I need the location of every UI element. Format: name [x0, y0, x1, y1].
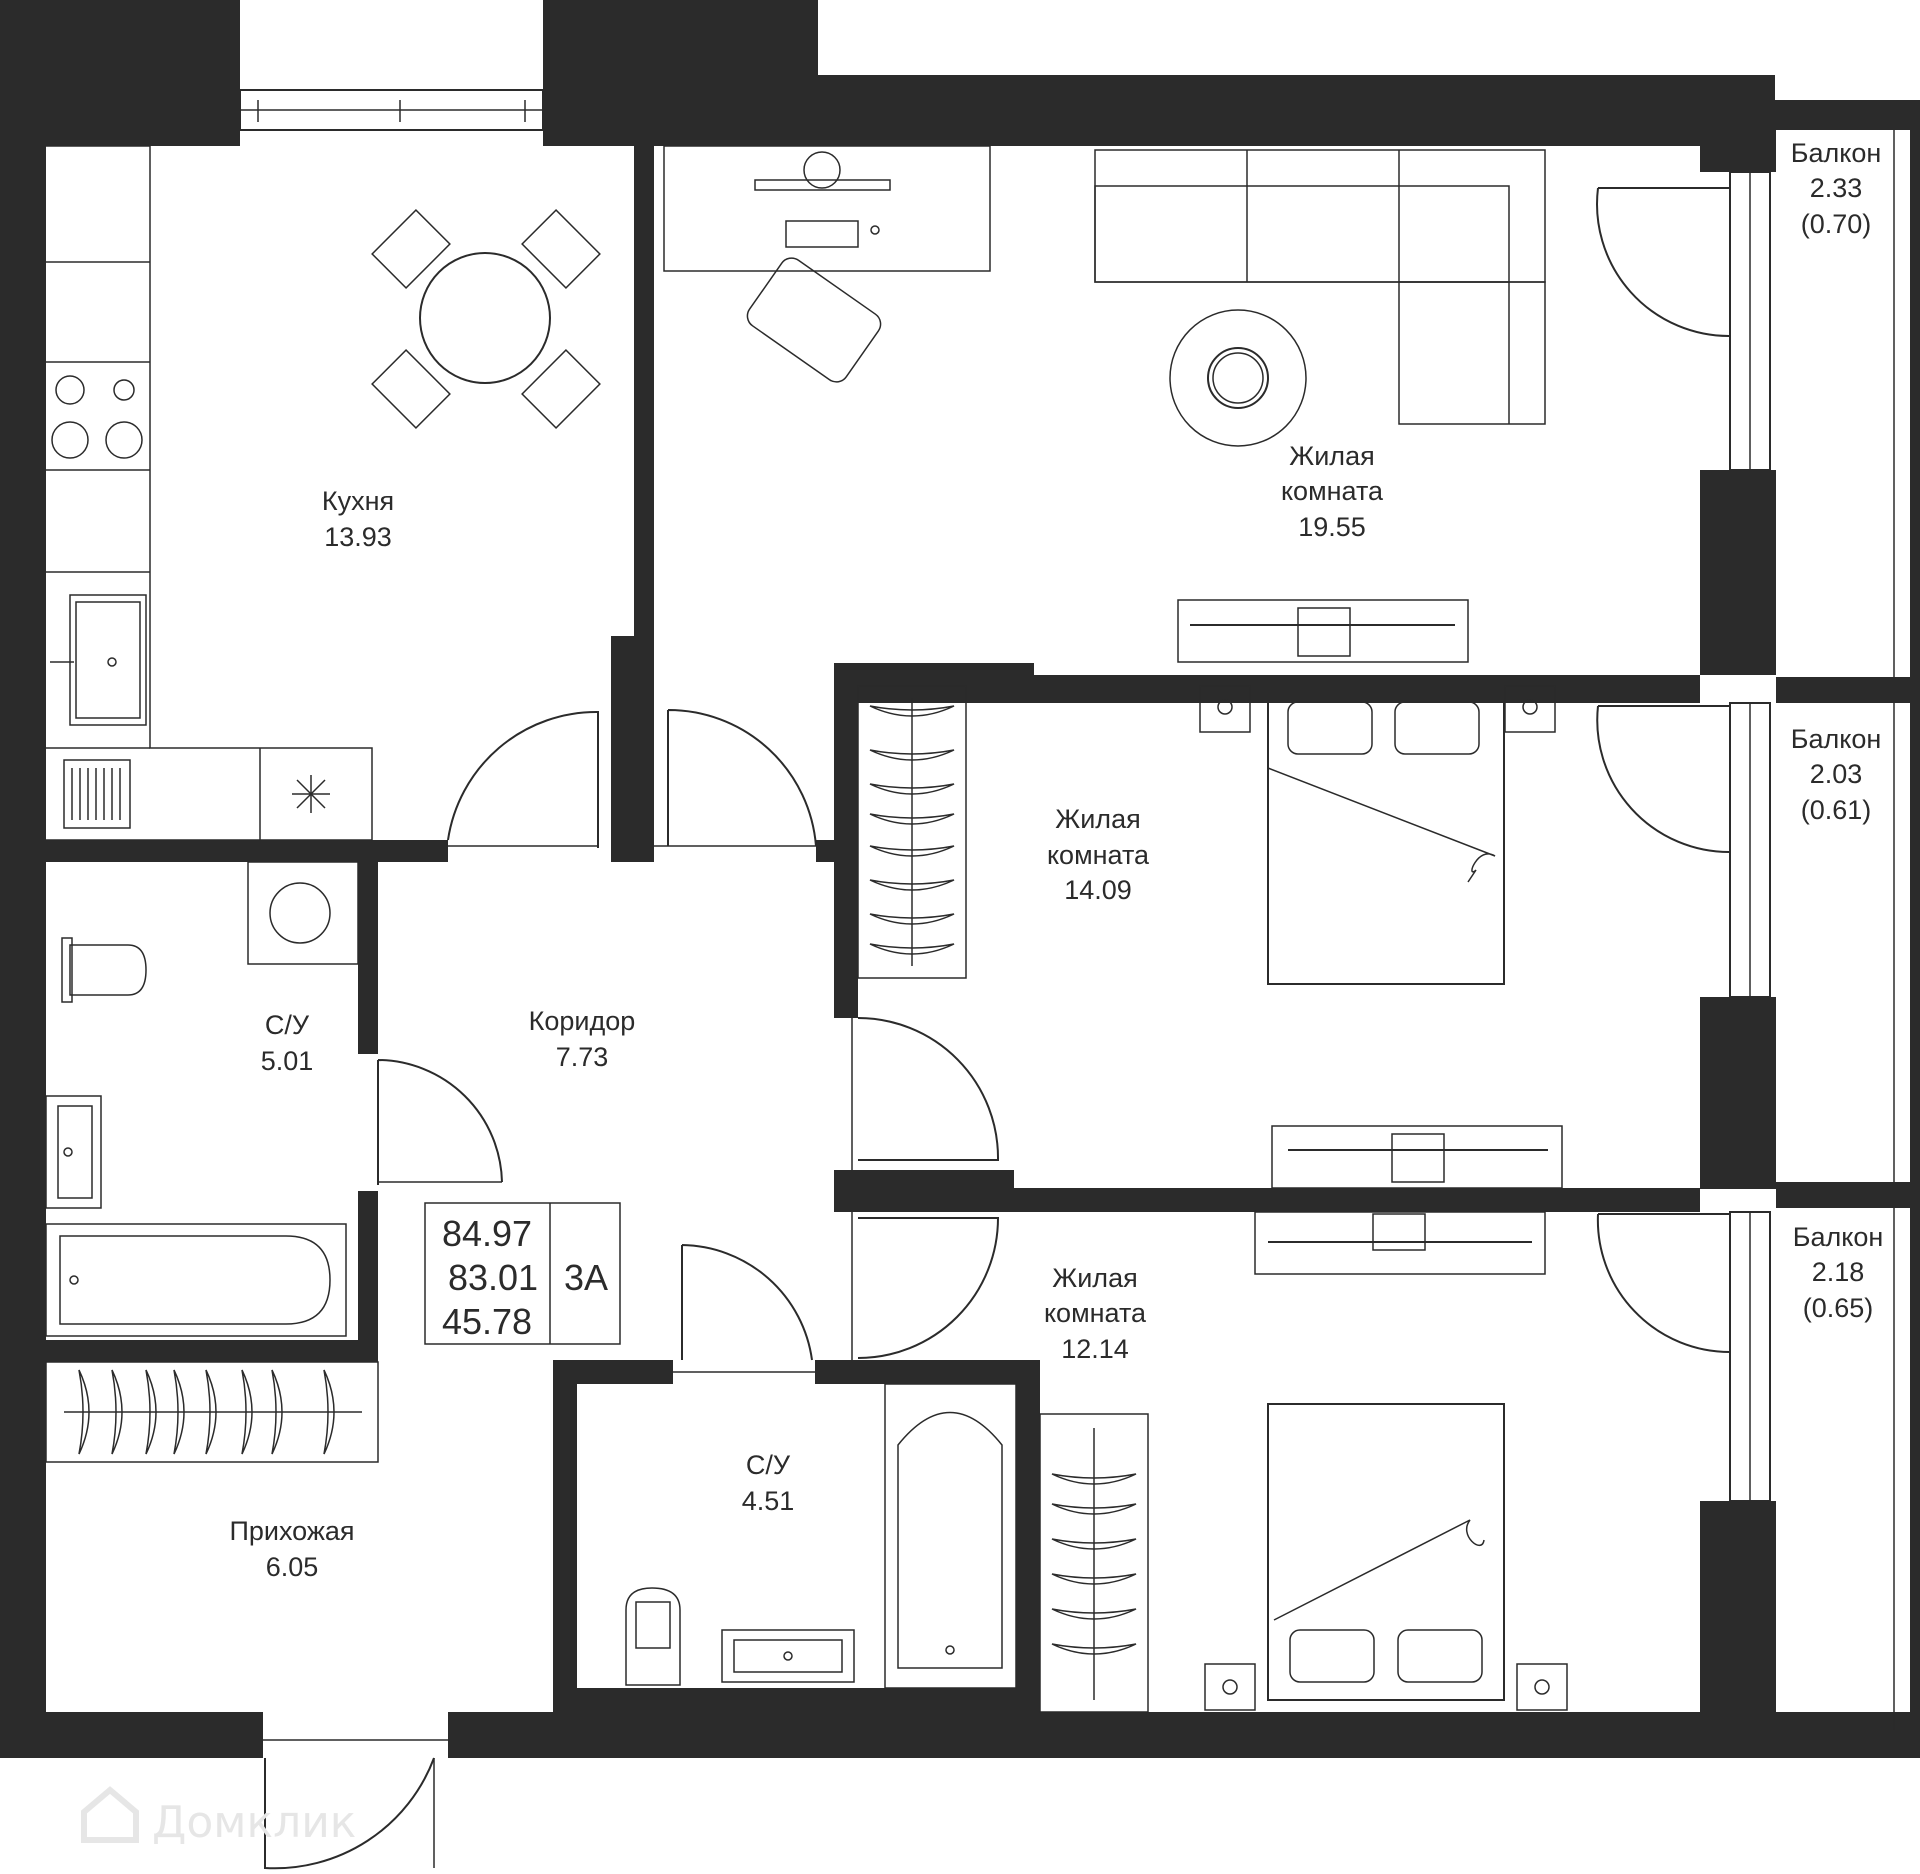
- living-room-1-name-line1: Жилая: [1289, 441, 1374, 471]
- doors: [263, 187, 1731, 1870]
- living-room-3-name-line1: Жилая: [1052, 1263, 1137, 1293]
- kitchen-name: Кухня: [322, 486, 394, 516]
- living-room-3-area: 12.14: [1061, 1334, 1129, 1364]
- bathroom-2-area: 4.51: [742, 1486, 795, 1516]
- balcony-1-reduced-area: (0.70): [1801, 209, 1872, 239]
- living-room-3-name-line2: комната: [1044, 1298, 1147, 1328]
- balcony-1-name: Балкон: [1791, 138, 1882, 168]
- house-icon: [81, 1786, 139, 1843]
- flat-type: 3А: [564, 1257, 608, 1298]
- walls: [0, 0, 1920, 1758]
- corridor-area: 7.73: [556, 1042, 609, 1072]
- living-room-2-name-line2: комната: [1047, 840, 1150, 870]
- corridor-name: Коридор: [529, 1006, 636, 1036]
- balcony-1-area: 2.33: [1810, 173, 1863, 203]
- hallway-name: Прихожая: [229, 1516, 354, 1546]
- balcony-3-name: Балкон: [1793, 1222, 1884, 1252]
- hallway-area: 6.05: [266, 1552, 319, 1582]
- area-without-balconies: 83.01: [448, 1257, 538, 1298]
- total-area: 84.97: [442, 1213, 532, 1254]
- balcony-3-reduced-area: (0.65): [1803, 1293, 1874, 1323]
- living-room-2-area: 14.09: [1064, 875, 1132, 905]
- living-area: 45.78: [442, 1301, 532, 1342]
- living-room-2-name-line1: Жилая: [1055, 804, 1140, 834]
- balcony-3-area: 2.18: [1812, 1257, 1865, 1287]
- living-room-1-name-line2: комната: [1281, 476, 1384, 506]
- windows: [239, 89, 1895, 1730]
- kitchen-area: 13.93: [324, 522, 392, 552]
- living-room-1-area: 19.55: [1298, 512, 1366, 542]
- bathroom-2-name: С/У: [746, 1450, 791, 1480]
- bathroom-1-name: С/У: [265, 1010, 310, 1040]
- balcony-2-reduced-area: (0.61): [1801, 795, 1872, 825]
- balcony-2-area: 2.03: [1810, 759, 1863, 789]
- balcony-2-name: Балкон: [1791, 724, 1882, 754]
- furniture: [45, 145, 1568, 1713]
- bathroom-1-area: 5.01: [261, 1046, 314, 1076]
- watermark: Домклик: [81, 1786, 356, 1848]
- watermark-text: Домклик: [152, 1797, 356, 1848]
- wardrobe-hangers: [78, 705, 1137, 1655]
